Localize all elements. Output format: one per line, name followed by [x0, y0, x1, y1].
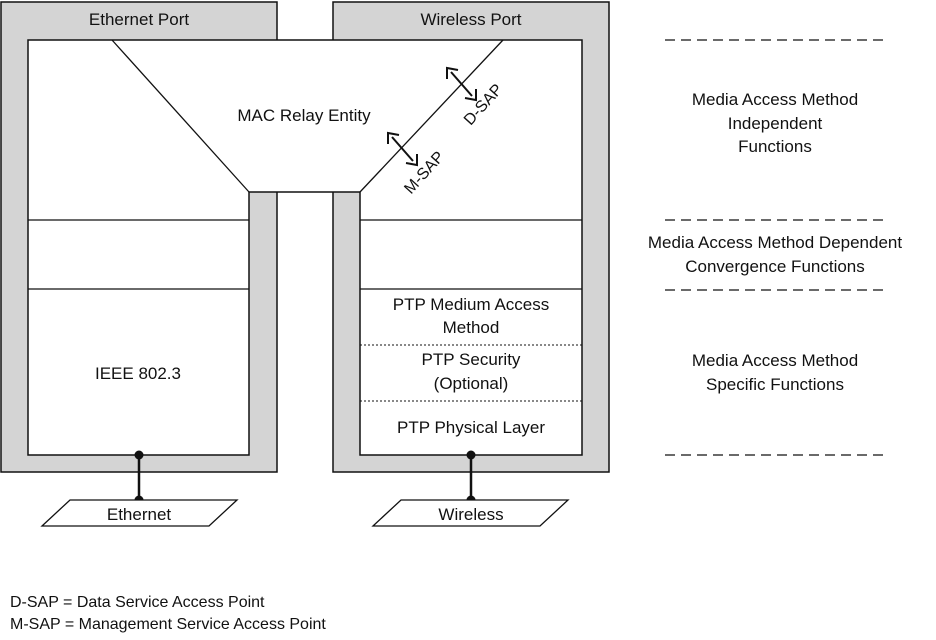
independent-functions-line1: Media Access Method [692, 90, 858, 109]
ptp-security-line1: PTP Security [422, 350, 521, 369]
wireless-port-title: Wireless Port [420, 10, 521, 29]
ptp-security-line2: (Optional) [434, 374, 509, 393]
specific-functions-line2: Specific Functions [706, 375, 844, 394]
ptp-physical-layer-label: PTP Physical Layer [397, 418, 545, 437]
wireless-medium-shape [371, 499, 570, 527]
d-sap-arrow [446, 66, 477, 102]
mac-relay-entity-label: MAC Relay Entity [237, 106, 371, 125]
ethernet-medium-shape [40, 499, 239, 527]
ptp-medium-access-line1: PTP Medium Access [393, 295, 550, 314]
independent-functions-line2: Independent [728, 114, 823, 133]
specific-functions-line1: Media Access Method [692, 351, 858, 370]
ethernet-port-title: Ethernet Port [89, 10, 189, 29]
legend-d-sap: D-SAP = Data Service Access Point [10, 594, 265, 611]
independent-functions-line3: Functions [738, 137, 812, 156]
dependent-functions-line2: Convergence Functions [685, 257, 865, 276]
wireless-medium-label: Wireless [438, 505, 503, 524]
legend-m-sap: M-SAP = Management Service Access Point [10, 616, 326, 633]
dependent-functions-line1: Media Access Method Dependent [648, 233, 902, 252]
ieee-802-3-label: IEEE 802.3 [95, 364, 181, 383]
m-sap-arrow [387, 131, 418, 167]
ethernet-medium-label: Ethernet [107, 505, 172, 524]
ptp-medium-access-line2: Method [443, 318, 500, 337]
relay-left-diagonal [111, 39, 250, 193]
relay-right-diagonal [359, 39, 504, 193]
